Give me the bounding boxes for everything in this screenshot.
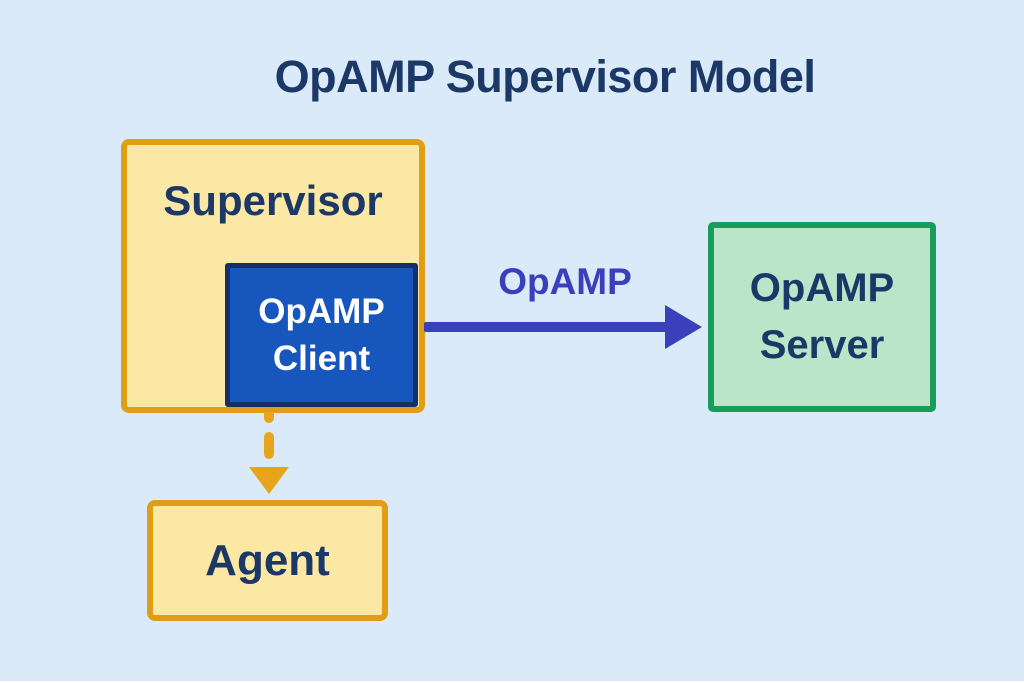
supervisor-label: Supervisor xyxy=(163,177,383,224)
opamp-client-node: OpAMP Client xyxy=(225,263,418,407)
opamp-server-label-line1: OpAMP xyxy=(749,266,895,310)
opamp-arrow-label: OpAMP xyxy=(498,261,632,302)
diagram-title: OpAMP Supervisor Model xyxy=(274,51,816,102)
dashed-connector-dash xyxy=(264,432,274,459)
down-arrowhead-icon xyxy=(249,467,289,494)
bottom-edge-line xyxy=(0,681,1024,683)
agent-label: Agent xyxy=(205,535,330,585)
opamp-client-label-line1: OpAMP xyxy=(258,292,385,331)
opamp-client-label-line2: Client xyxy=(272,339,371,378)
opamp-server-node: OpAMP Server xyxy=(708,222,936,412)
opamp-server-label-line2: Server xyxy=(759,323,885,367)
opamp-arrow-line xyxy=(424,322,668,332)
agent-node: Agent xyxy=(147,500,388,621)
right-arrowhead-icon xyxy=(665,305,702,349)
dashed-connector-stub xyxy=(264,412,274,423)
